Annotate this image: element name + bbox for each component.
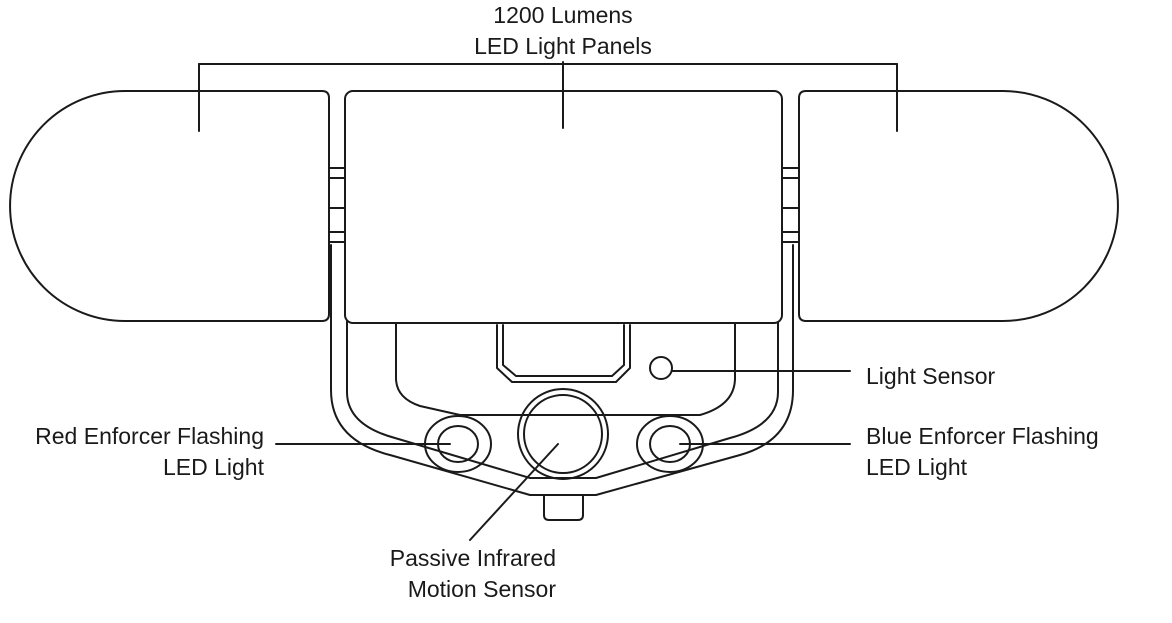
light-panels-label: 1200 Lumens LED Light Panels [474,2,652,59]
sensor-window [496,324,631,383]
red-led-label: Red Enforcer Flashing LED Light [35,423,264,480]
light-sensor-label: Light Sensor [866,363,996,389]
motion-sensor-inner [523,394,603,474]
panels-callout [198,61,898,132]
right-light-panel [798,90,1119,322]
blue-led-label: Blue Enforcer Flashing LED Light [866,423,1099,480]
left-hinge [328,167,347,243]
right-hinge [781,167,800,243]
motion-sensor-label: Passive Infrared Motion Sensor [389,545,556,602]
sensor-body [395,321,736,416]
inner-bracket [346,319,779,479]
mounting-bracket [330,244,794,496]
light-sensor [649,356,673,380]
left-light-panel [9,90,330,322]
adjustment-knob [543,494,584,521]
motion-sensor-callout [469,443,559,541]
motion-sensor-outer [517,388,609,480]
